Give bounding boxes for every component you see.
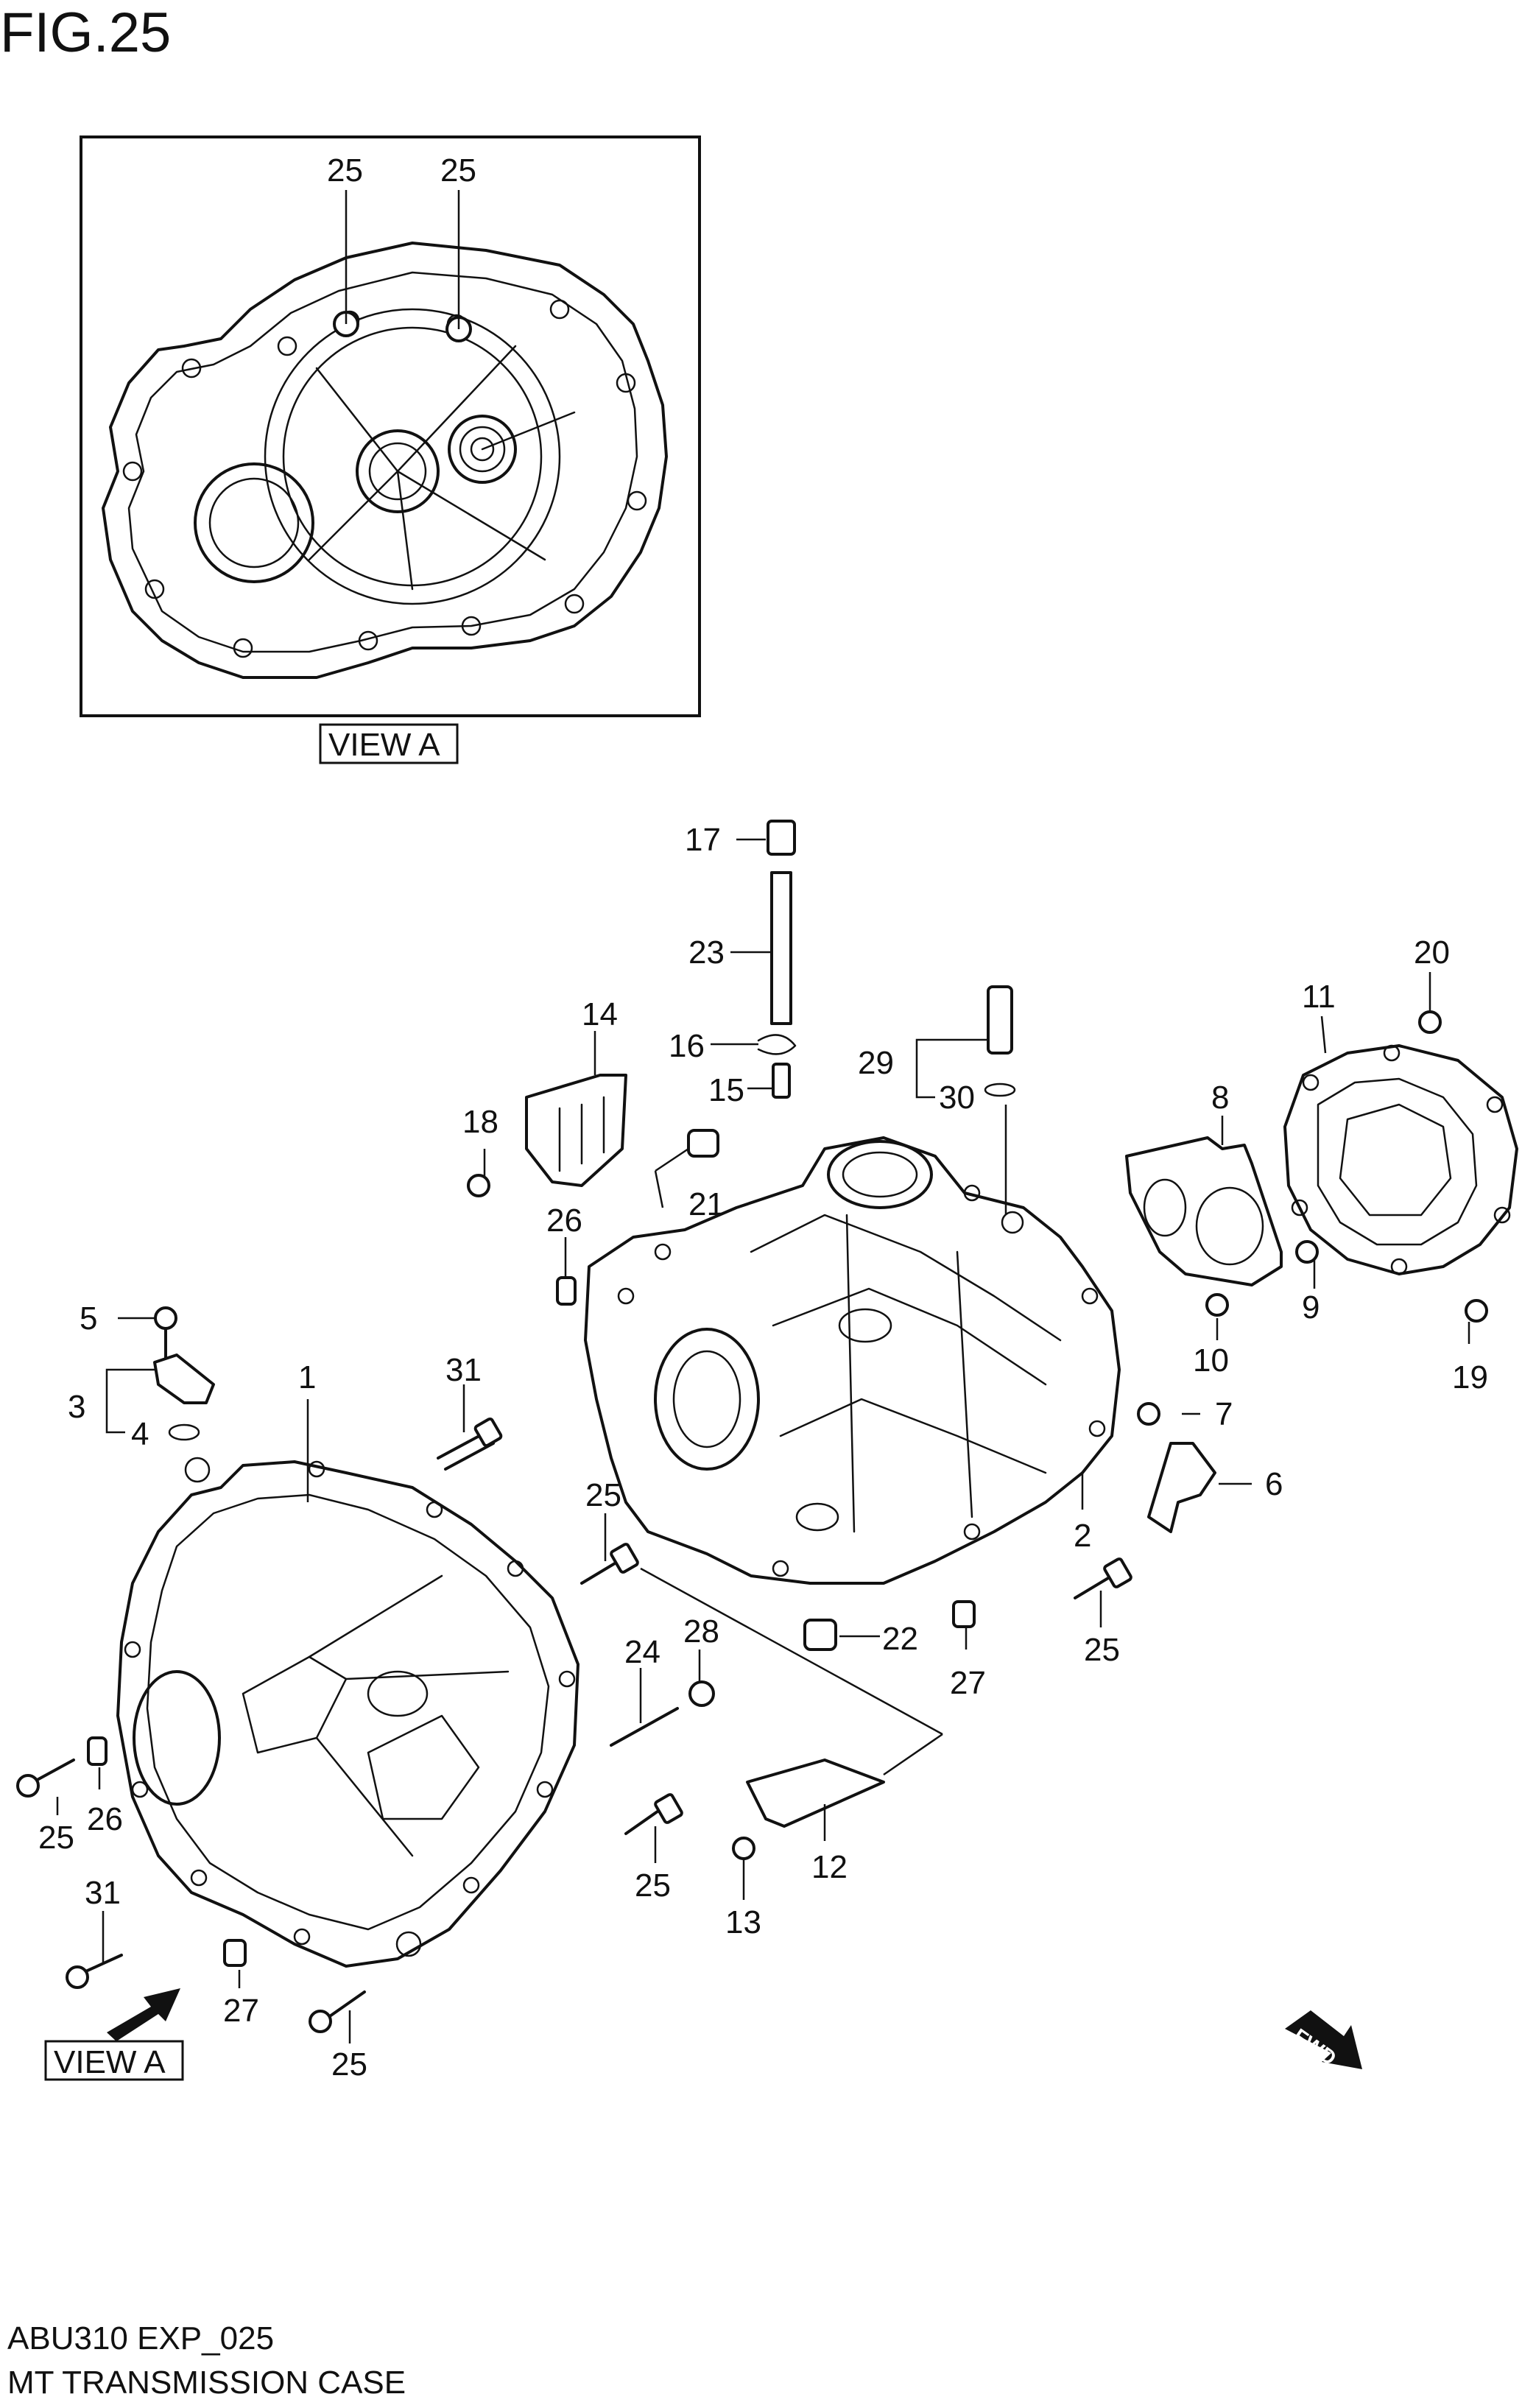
dowel-pin-27-a [952,1600,976,1628]
breather-cap [767,820,796,856]
view-a-arrow-label-frame [44,2040,184,2081]
view-a-inset [80,135,701,717]
view-a-arrow [107,1988,180,2041]
stud-24 [610,1707,679,1747]
plug-plate-3 [153,1353,215,1404]
callout-7: 7 [1215,1396,1233,1432]
callouts: 1 2 3 4 5 6 7 8 9 10 11 12 13 14 15 16 1… [38,822,1488,2083]
callout-11: 11 [1302,979,1336,1015]
callout-31-a: 31 [445,1352,482,1388]
callout-17: 17 [685,822,721,858]
view-a-box-label-frame [319,723,459,764]
fwd-arrow: FWD [1285,2010,1362,2070]
callout-5: 5 [80,1300,97,1337]
callout-4: 4 [131,1416,149,1452]
hose-clip [757,1034,797,1055]
bracket-6 [1147,1442,1216,1533]
callout-29: 29 [858,1045,894,1081]
callout-10: 10 [1193,1342,1229,1379]
bolt-25-d [624,1793,683,1835]
callout-28: 28 [683,1613,719,1650]
view-a-box-label: VIEW A [328,727,440,763]
callout-18: 18 [462,1104,498,1140]
dowel-pin-26-lower [87,1736,108,1766]
callout-23: 23 [688,934,725,971]
plug-22 [803,1619,837,1651]
callout-25-b: 25 [1084,1632,1120,1668]
inset-callout-25-left: 25 [327,152,363,189]
switch-gasket [984,1082,1016,1097]
bolt-25-c [16,1759,75,1798]
footer-code: ABU310 EXP_025 [7,2320,274,2356]
plug-21 [687,1129,719,1158]
callout-19: 19 [1452,1359,1488,1395]
bolt-18 [467,1174,490,1197]
nut-28 [688,1680,715,1707]
guide-12 [746,1759,885,1828]
breather-hose [770,871,792,1025]
callout-26-b: 26 [87,1801,123,1837]
bolt-7 [1137,1402,1160,1426]
o-ring-4 [168,1423,200,1441]
callout-14: 14 [582,996,618,1032]
callout-25-e: 25 [331,2046,367,2083]
leader-lines [56,838,1470,2043]
callout-13: 13 [725,1904,761,1940]
bolt-19 [1465,1299,1488,1323]
clutch-housing [116,1457,579,1968]
bolt-10 [1205,1293,1229,1317]
end-cover [1283,1044,1518,1275]
bolt-5 [154,1306,177,1330]
callout-24: 24 [624,1634,660,1670]
callout-6: 6 [1265,1466,1283,1502]
gasket-plate [1125,1136,1283,1286]
callout-8: 8 [1211,1080,1229,1116]
callout-22: 22 [882,1621,918,1657]
transmission-case [584,1136,1121,1585]
callout-30: 30 [939,1080,975,1116]
view-a-arrow-label: VIEW A [54,2044,166,2080]
callout-25-c: 25 [38,1820,74,1856]
callout-9: 9 [1302,1289,1320,1326]
bolt-25-e [309,1990,366,2033]
callout-15: 15 [708,1072,744,1108]
callout-3: 3 [68,1389,85,1425]
callout-2: 2 [1074,1518,1091,1554]
reverse-light-switch [987,985,1013,1055]
bolt-9 [1295,1240,1319,1264]
bolt-13 [732,1837,755,1860]
callout-1: 1 [298,1359,316,1395]
bracket-14 [525,1074,627,1187]
callout-20: 20 [1414,934,1450,971]
callout-31-b: 31 [85,1875,121,1911]
callout-26-a: 26 [546,1203,582,1239]
callout-27-a: 27 [950,1665,986,1701]
dowel-pin-27-b [223,1939,247,1967]
callout-25-d: 25 [635,1867,671,1904]
breather-plug [772,1063,791,1099]
bolt-31-lower [80,1954,123,1975]
callout-27-b: 27 [223,1993,259,2029]
callout-21: 21 [688,1186,725,1222]
footer-title: MT TRANSMISSION CASE [7,2365,406,2401]
inset-callout-25-right: 25 [440,152,476,189]
bolt-20 [1418,1010,1442,1034]
callout-12: 12 [811,1849,848,1885]
figure-label: FIG.25 [0,1,171,64]
callout-25-a: 25 [585,1477,621,1513]
callout-16: 16 [669,1028,705,1064]
bolt-25-a [580,1543,639,1585]
dowel-pin-26-upper [556,1276,577,1306]
bolt-25-b [1074,1557,1132,1599]
